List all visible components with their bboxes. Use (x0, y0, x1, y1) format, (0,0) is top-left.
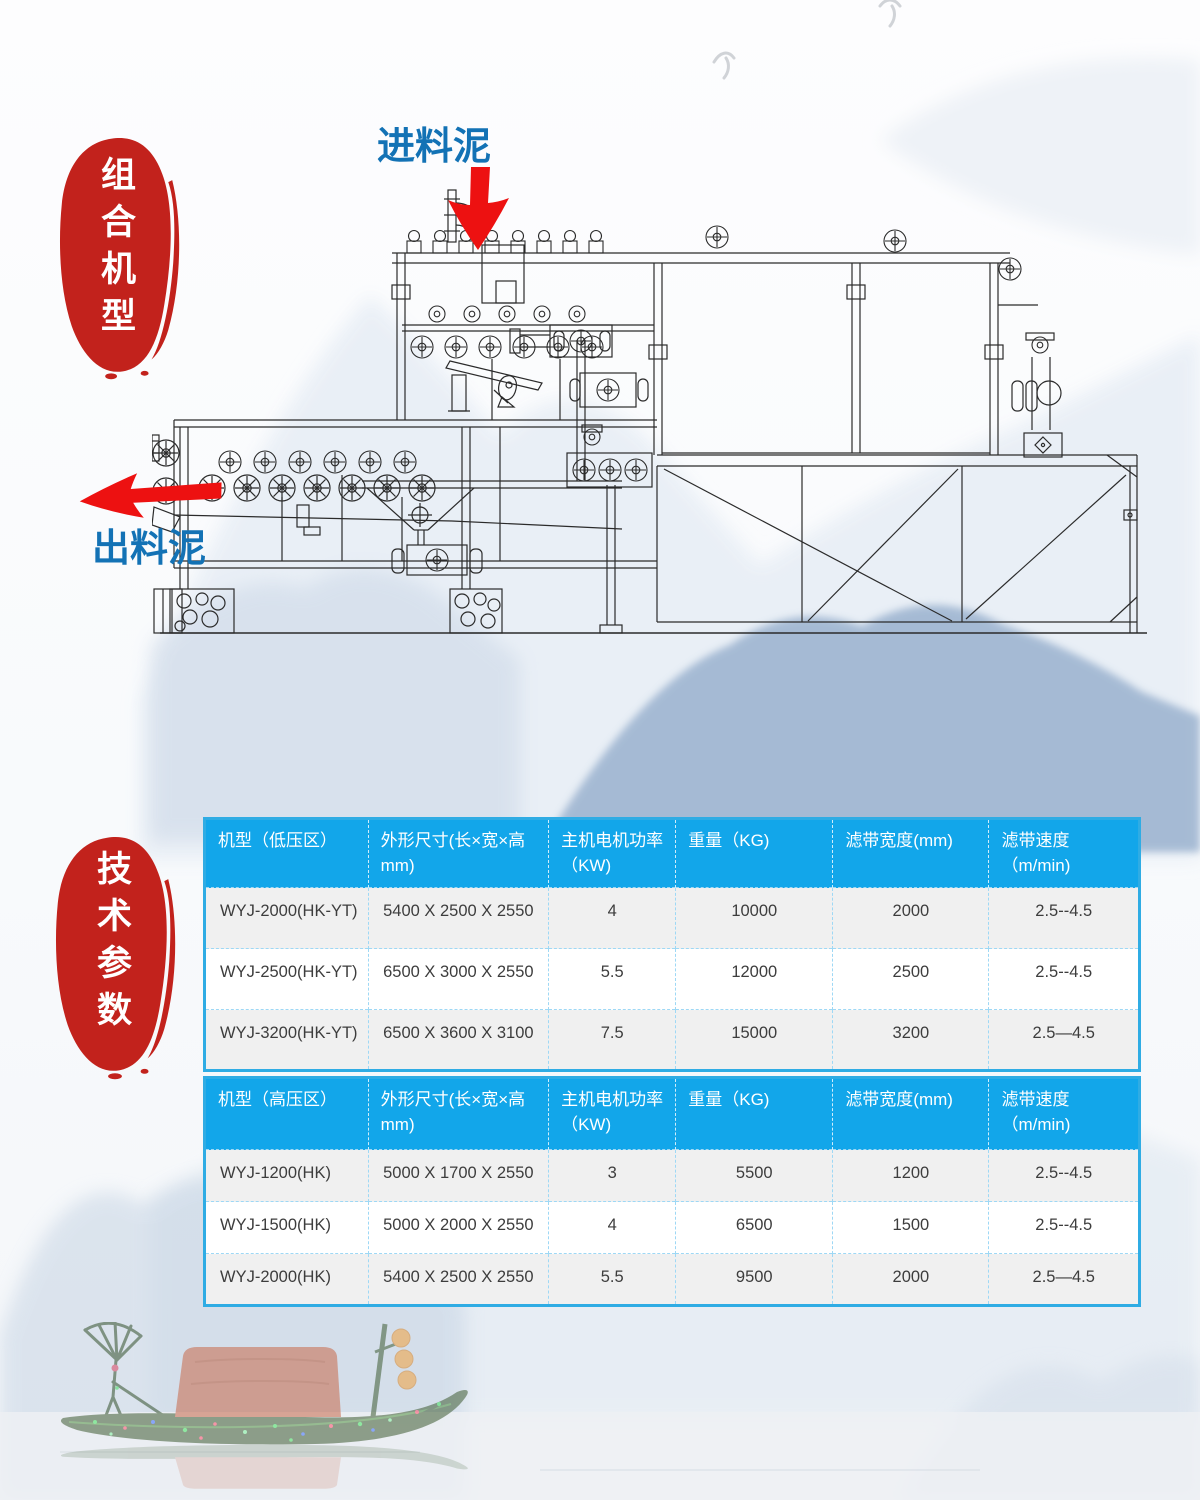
column-header: 主机电机功率（KW) (548, 1077, 677, 1150)
cell-weight: 9500 (675, 1253, 834, 1306)
cell-belt-width: 2500 (832, 948, 990, 1010)
table-row: WYJ-1500(HK) 5000 X 2000 X 2550 4 6500 1… (204, 1201, 1140, 1254)
column-header: 滤带宽度(mm) (832, 818, 990, 888)
table-row: WYJ-3200(HK-YT) 6500 X 3600 X 3100 7.5 1… (204, 1009, 1140, 1071)
cell-power: 3 (548, 1149, 677, 1202)
cell-model: WYJ-2000(HK-YT) (204, 887, 369, 949)
column-header: 滤带速度（m/min) (988, 818, 1140, 888)
cell-belt-width: 1500 (832, 1201, 990, 1254)
cell-belt-width: 2000 (832, 887, 990, 949)
table-row: WYJ-2000(HK) 5400 X 2500 X 2550 5.5 9500… (204, 1253, 1140, 1306)
boat-illustration (60, 1322, 468, 1489)
cell-power: 5.5 (548, 1253, 677, 1306)
cell-belt-speed: 2.5—4.5 (988, 1253, 1140, 1306)
cell-dimensions: 6500 X 3000 X 2550 (368, 948, 550, 1010)
column-header: 机型（低压区） (204, 818, 369, 888)
cell-belt-speed: 2.5--4.5 (988, 1201, 1140, 1254)
cell-dimensions: 5400 X 2500 X 2550 (368, 1253, 550, 1306)
cell-dimensions: 5400 X 2500 X 2550 (368, 887, 550, 949)
cell-power: 4 (548, 1201, 677, 1254)
spec-table-low-pressure: 机型（低压区） 外形尺寸(长×宽×高mm) 主机电机功率（KW) 重量（KG) … (203, 817, 1141, 1073)
cell-dimensions: 6500 X 3600 X 3100 (368, 1009, 550, 1071)
stamp-technical-parameters: 技术参数 (46, 826, 184, 1086)
cell-weight: 6500 (675, 1201, 834, 1254)
cell-model: WYJ-3200(HK-YT) (204, 1009, 369, 1071)
machine-line-drawing (152, 189, 1147, 634)
column-header: 滤带宽度(mm) (832, 1077, 990, 1150)
cell-belt-speed: 2.5--4.5 (988, 1149, 1140, 1202)
cell-dimensions: 5000 X 1700 X 2550 (368, 1149, 550, 1202)
stamp-combined-machine-type: 组合机型 (50, 132, 188, 382)
table-row: WYJ-1200(HK) 5000 X 1700 X 2550 3 5500 1… (204, 1149, 1140, 1202)
column-header: 滤带速度（m/min) (988, 1077, 1140, 1150)
cell-model: WYJ-1200(HK) (204, 1149, 369, 1202)
stamp-text: 技术参数 (92, 850, 131, 1038)
inlet-label: 进料泥 (377, 126, 492, 168)
column-header: 重量（KG) (675, 818, 834, 888)
cell-weight: 12000 (675, 948, 834, 1010)
column-header: 外形尺寸(长×宽×高mm) (368, 818, 550, 888)
spec-table-high-pressure: 机型（高压区） 外形尺寸(长×宽×高mm) 主机电机功率（KW) 重量（KG) … (203, 1076, 1141, 1307)
column-header: 重量（KG) (675, 1077, 834, 1150)
cell-belt-width: 2000 (832, 1253, 990, 1306)
column-header: 机型（高压区） (204, 1077, 369, 1150)
cell-model: WYJ-2500(HK-YT) (204, 948, 369, 1010)
table-row: WYJ-2500(HK-YT) 6500 X 3000 X 2550 5.5 1… (204, 948, 1140, 1010)
cell-weight: 5500 (675, 1149, 834, 1202)
cell-weight: 15000 (675, 1009, 834, 1071)
cell-belt-speed: 2.5--4.5 (988, 887, 1140, 949)
red-seal-icon (59, 137, 180, 380)
cell-power: 5.5 (548, 948, 677, 1010)
table-row: WYJ-2000(HK-YT) 5400 X 2500 X 2550 4 100… (204, 887, 1140, 949)
stamp-text: 组合机型 (96, 156, 135, 344)
cell-dimensions: 5000 X 2000 X 2550 (368, 1201, 550, 1254)
cell-belt-width: 1200 (832, 1149, 990, 1202)
cell-belt-speed: 2.5--4.5 (988, 948, 1140, 1010)
cell-model: WYJ-2000(HK) (204, 1253, 369, 1306)
cell-belt-width: 3200 (832, 1009, 990, 1071)
inlet-arrow-icon (448, 167, 509, 250)
cell-belt-speed: 2.5—4.5 (988, 1009, 1140, 1071)
column-header: 外形尺寸(长×宽×高mm) (368, 1077, 550, 1150)
red-seal-icon (55, 836, 176, 1080)
cell-power: 4 (548, 887, 677, 949)
cell-model: WYJ-1500(HK) (204, 1201, 369, 1254)
flying-birds-icon (712, 0, 902, 80)
column-header: 主机电机功率（KW) (548, 818, 677, 888)
cell-weight: 10000 (675, 887, 834, 949)
outlet-label: 出料泥 (92, 528, 207, 570)
cell-power: 7.5 (548, 1009, 677, 1071)
outlet-arrow-icon (79, 473, 222, 518)
